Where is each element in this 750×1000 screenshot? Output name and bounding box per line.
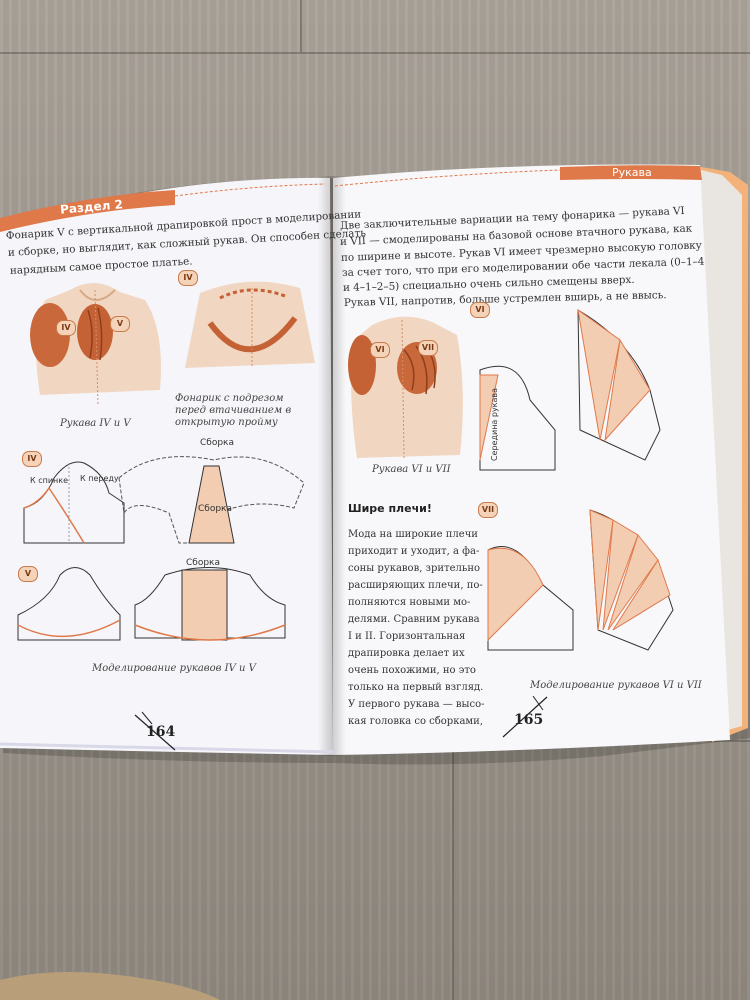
floor-plank-seam xyxy=(0,52,750,54)
pattern-diagram-vii xyxy=(487,509,674,651)
right-body-line: только на первый взгляд. xyxy=(348,682,484,693)
floor-plank-seam xyxy=(452,740,454,1000)
right-body-line: У первого рукава — высо- xyxy=(348,699,485,710)
right-body-line: I и II. Горизонтальная xyxy=(348,631,466,642)
badge-iv-diagram: IV xyxy=(22,451,42,467)
right-body-line: драпировка делает их xyxy=(348,648,465,659)
right-page-number: 165 xyxy=(514,712,544,728)
badge-iv: IV xyxy=(56,320,76,336)
diagram-label-k-perednu: К переду xyxy=(80,474,119,483)
badge-vi-diagram: VI xyxy=(470,302,490,318)
caption-lantern: Фонарик с подрезом перед втачиванием в о… xyxy=(175,393,292,428)
caption-sleeves-vi-vii: Рукава VI и VII xyxy=(372,464,451,475)
diagram-label-sborka: Сборка xyxy=(198,504,233,514)
badge-vii-diagram: VII xyxy=(478,502,498,518)
right-body-line: Мода на широкие плечи xyxy=(348,529,478,540)
caption-modeling-iv-v: Моделирование рукавов IV и V xyxy=(92,663,256,674)
caption-modeling-vi-vii: Моделирование рукавов VI и VII xyxy=(530,680,702,691)
pattern-diagram-v xyxy=(17,567,286,641)
right-body-line: делями. Сравним рукава xyxy=(348,614,480,625)
illustration-sleeves-iv-v xyxy=(30,282,161,406)
subheading-wider-shoulders: Шире плечи! xyxy=(348,502,432,515)
diagram-label-k-spinke: К спинке xyxy=(30,476,69,485)
diagram-label-sborka-v: Сборка xyxy=(186,558,221,568)
illustration-lantern-bodice xyxy=(185,281,315,368)
needle-icon xyxy=(134,711,176,751)
illustration-sleeves-vi-vii xyxy=(348,316,463,459)
diagram-label-sborka: Сборка xyxy=(200,438,235,448)
right-body-line: приходит и уходит, а фа- xyxy=(348,546,480,557)
pattern-diagram-vi xyxy=(479,308,661,471)
caption-sleeves-iv-v: Рукава IV и V xyxy=(60,418,131,429)
needle-icon xyxy=(502,695,548,738)
badge-v-diagram: V xyxy=(18,566,38,582)
diagram-label-mid-sleeve: Середина рукава xyxy=(490,387,500,462)
fabric-corner xyxy=(0,971,220,1000)
badge-vi: VI xyxy=(370,342,390,358)
right-body-line: расширяющих плечи, по- xyxy=(348,580,483,591)
pattern-diagram-iv xyxy=(23,456,305,544)
right-body-line: полняются новыми мо- xyxy=(348,597,471,608)
badge-v: V xyxy=(110,316,130,332)
right-body-line: очень похожими, но это xyxy=(348,665,476,676)
left-page-number: 164 xyxy=(146,724,176,740)
floor-plank-seam xyxy=(300,0,302,52)
right-body-line: соны рукавов, зрительно xyxy=(348,563,481,574)
badge-vii: VII xyxy=(418,340,438,356)
right-body-line: кая головка со сборками, xyxy=(348,716,484,727)
running-head: Рукава xyxy=(612,166,652,179)
badge-iv-second: IV xyxy=(178,270,198,286)
